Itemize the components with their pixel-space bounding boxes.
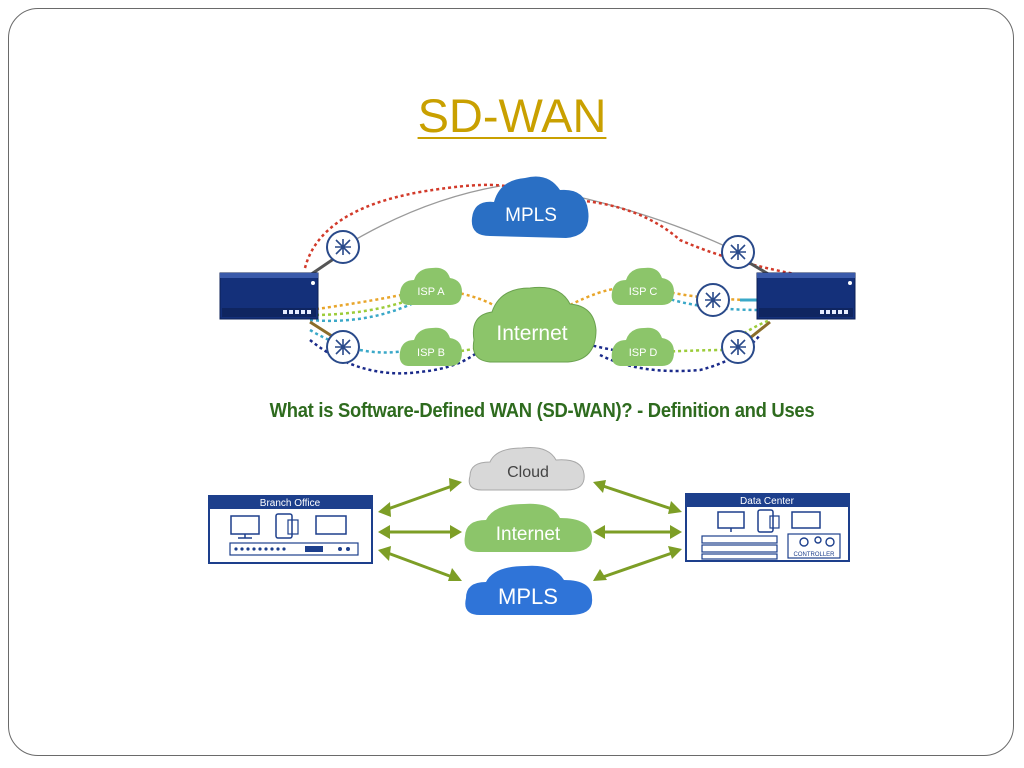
phone-icon [757, 509, 780, 533]
mpls-label: MPLS [498, 584, 558, 609]
router-icon [696, 283, 730, 317]
sdwan-network-diagram: MPLS Internet ISP A ISP B ISP C ISP D [219, 176, 856, 375]
router-icon [326, 230, 360, 264]
isp-a-cloud: ISP A [399, 267, 462, 305]
internet-label: Internet [496, 322, 567, 345]
phone-icon [275, 513, 299, 539]
isp-a-label: ISP A [417, 286, 445, 298]
slide-title: SD-WAN [417, 89, 607, 142]
branch-office-box: Branch Office [208, 495, 373, 564]
server-rack-icon [701, 535, 778, 560]
internet-cloud: Internet [464, 503, 593, 552]
isp-b-cloud: ISP B [399, 327, 462, 366]
gray-links [342, 185, 739, 253]
left-edge-device [219, 272, 319, 320]
hybrid-wan-diagram: Cloud Internet MPLS Branch Office [208, 447, 850, 615]
laptop-icon [315, 515, 347, 535]
isp-c-cloud: ISP C [611, 267, 674, 305]
isp-d-label: ISP D [629, 347, 658, 359]
data-center-box: Data Center CONTROLLER [685, 493, 850, 562]
isp-b-label: ISP B [417, 347, 445, 359]
data-center-label: Data Center [740, 496, 795, 507]
mpls-cloud: MPLS [471, 176, 589, 238]
computer-icon [717, 511, 745, 532]
computer-icon [230, 515, 260, 539]
router-icon [721, 235, 755, 269]
isp-d-cloud: ISP D [611, 327, 674, 366]
internet-label: Internet [496, 524, 561, 545]
switch-icon [229, 542, 359, 556]
laptop-icon [791, 511, 821, 529]
slide-frame [8, 8, 1014, 756]
router-icon [721, 330, 755, 364]
right-edge-device [756, 272, 856, 320]
branch-office-label: Branch Office [260, 498, 321, 509]
arrow-heads [378, 478, 682, 581]
controller-label: CONTROLLER [793, 552, 835, 558]
cloud-cloud: Cloud [468, 447, 585, 491]
connection-arrows [384, 483, 676, 580]
mpls-label: MPLS [505, 205, 557, 226]
controller-icon: CONTROLLER [787, 533, 841, 559]
cloud-label: Cloud [507, 464, 549, 481]
isp-c-label: ISP C [629, 286, 658, 298]
mpls-cloud: MPLS [465, 565, 593, 615]
router-icon [326, 330, 360, 364]
internet-cloud: Internet [472, 286, 597, 363]
diagram-caption: What is Software-Defined WAN (SD-WAN)? -… [269, 400, 815, 422]
